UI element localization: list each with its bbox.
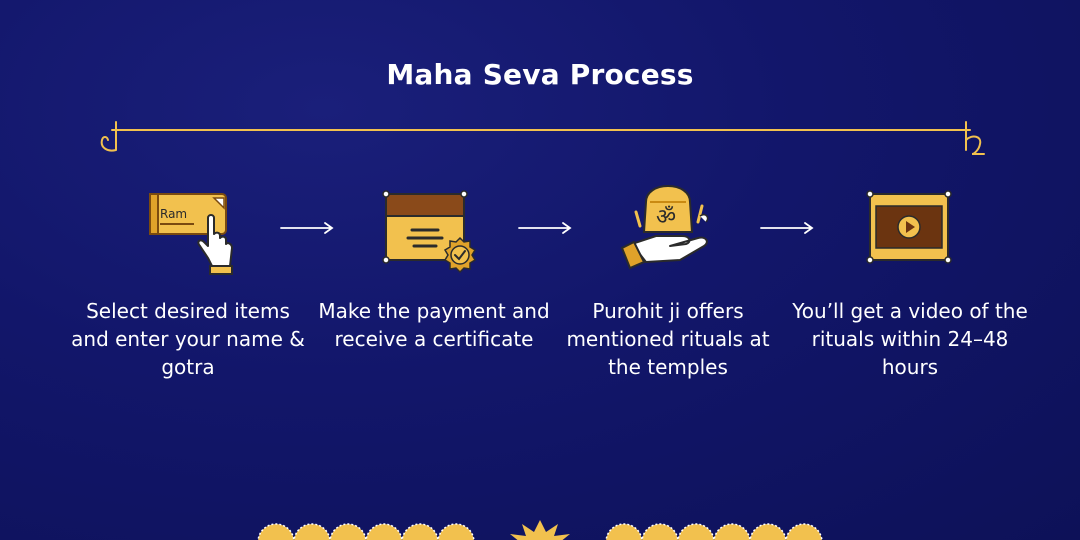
name-card-hand-icon: Ram <box>149 193 233 275</box>
arrow-right-icon <box>518 222 572 234</box>
decorative-footer-pattern <box>257 520 823 540</box>
step-1-label: Select desired items and enter your name… <box>71 299 305 379</box>
priest-offering-icon: ॐ <box>620 184 709 270</box>
svg-text:ॐ: ॐ <box>656 205 676 230</box>
sun-icon <box>510 520 570 540</box>
page-title: Maha Seva Process <box>386 58 694 91</box>
card-name-text: Ram <box>160 207 187 221</box>
arrow-right-icon <box>280 222 334 234</box>
step-4-label: You’ll get a video of the rituals within… <box>792 299 1028 379</box>
arrow-right-icon <box>760 222 814 234</box>
certificate-icon <box>382 190 477 274</box>
decorative-rule <box>100 121 985 155</box>
step-2-label: Make the payment and receive a certifica… <box>318 299 550 351</box>
step-3-label: Purohit ji offers mentioned rituals at t… <box>566 299 770 379</box>
video-film-icon <box>866 190 952 264</box>
